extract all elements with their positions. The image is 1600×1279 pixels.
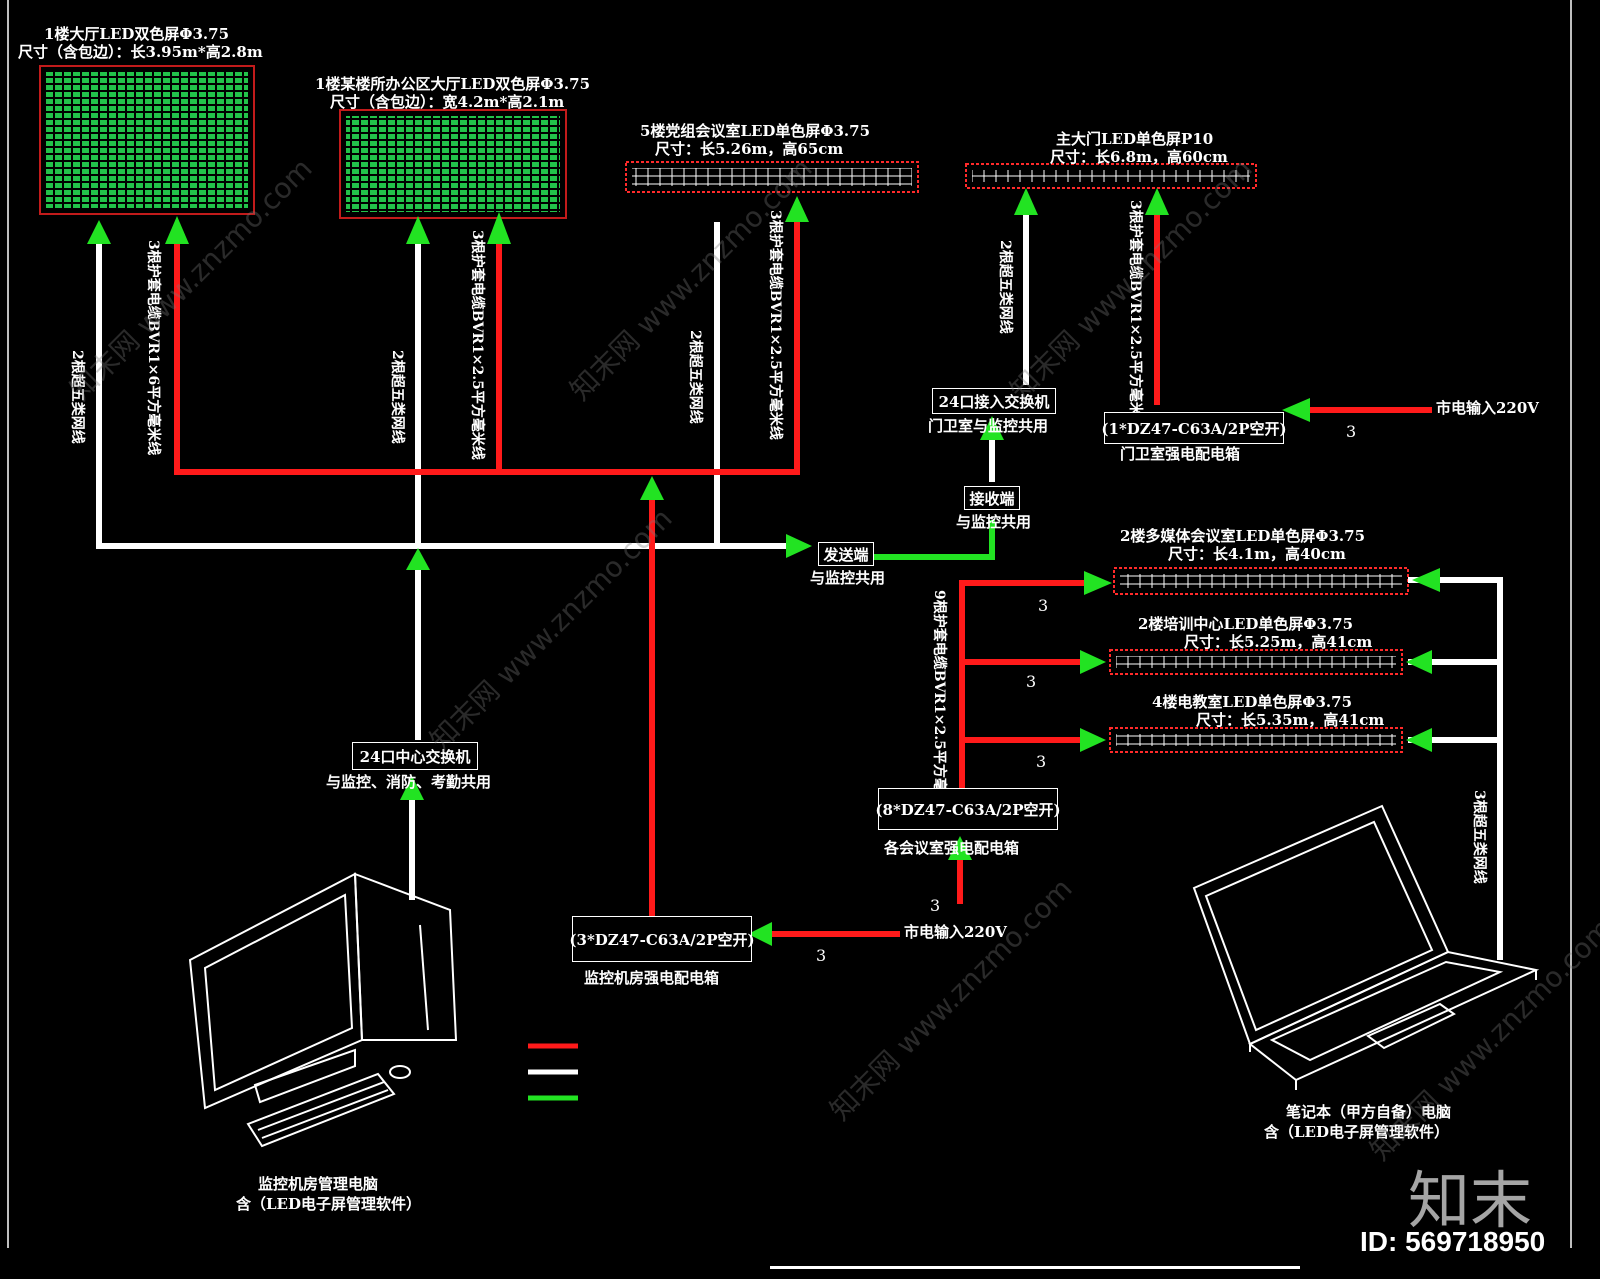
legend: [528, 1043, 578, 1101]
screen-7-size: 尺寸：长5.35m，高41cm: [1196, 711, 1385, 729]
screen-2-led-dual: [339, 109, 567, 219]
screen-1-title: 1楼大厅LED双色屏Φ3.75: [44, 25, 230, 43]
watermark-id: ID: 569718950: [1360, 1226, 1546, 1257]
screen-4-size: 尺寸：长6.8m，高60cm: [1050, 148, 1228, 166]
mains-input-monitor: 市电输入220V: [904, 923, 1007, 941]
mains-input-gate: 市电输入220V: [1436, 399, 1539, 417]
cable-4-power-label: 3根护套电缆BVR1×2.5平方毫米线: [1127, 200, 1143, 430]
receiver-note: 与监控共用: [956, 513, 1032, 531]
screen-7-led-strip: [1109, 727, 1403, 753]
cable-2-power-label: 3根护套电缆BVR1×2.5平方毫米线: [469, 230, 485, 460]
screen-3-title: 5楼党组会议室LED单色屏Φ3.75: [640, 122, 871, 140]
power-cable-network: [174, 215, 1432, 937]
screen-2-size: 尺寸（含包边）：宽4.2m*高2.1m: [330, 93, 565, 111]
screen-2-title: 1楼某楼所办公区大厅LED双色屏Φ3.75: [315, 75, 591, 93]
laptop-computer-label: 笔记本（甲方自备）电脑: [1286, 1103, 1452, 1121]
signal-cable: [872, 520, 995, 560]
frame-bottom-mark: [770, 1266, 1300, 1269]
meeting-power-box-note: 各会议室强电配电箱: [884, 839, 1020, 857]
screen-1-size: 尺寸（含包边）：长3.95m*高2.8m: [18, 43, 263, 61]
cable-5-power-label: 9根护套电缆BVR1×2.5平方毫米线: [931, 590, 947, 820]
gate-switch-box: 24口接入交换机: [932, 388, 1056, 414]
gate-switch-note: 门卫室与监控共用: [928, 417, 1049, 435]
receiver-box: 接收端: [964, 486, 1020, 510]
cable-4-data-label: 2根超五类网线: [997, 240, 1013, 334]
screen-4-led-strip: [965, 163, 1257, 189]
screen-7-title: 4楼电教室LED单色屏Φ3.75: [1152, 693, 1353, 711]
watermark-logo: 知末: [1408, 1164, 1533, 1237]
count-monitor-mains: 3: [816, 946, 827, 965]
monitor-power-box: (3*DZ47-C63A/2P空开): [569, 916, 755, 962]
monitor-power-box-note: 监控机房强电配电箱: [584, 969, 720, 987]
arrowheads: [87, 188, 1440, 946]
screen-5-led-strip: [1113, 567, 1409, 595]
sender-note: 与监控共用: [810, 569, 886, 587]
desktop-computer-icon: [188, 872, 458, 1148]
frame-left-border: [7, 0, 9, 1248]
desktop-computer-label: 监控机房管理电脑: [258, 1175, 379, 1193]
screen-5-size: 尺寸：长4.1m，高40cm: [1168, 545, 1346, 563]
center-switch-note: 与监控、消防、考勤共用: [326, 773, 492, 791]
screen-5-title: 2楼多媒体会议室LED单色屏Φ3.75: [1120, 527, 1366, 545]
count-screen-7: 3: [1036, 752, 1047, 771]
screen-4-title: 主大门LED单色屏P10: [1056, 130, 1214, 148]
cable-6-data-label: 3根超五类网线: [1471, 790, 1487, 884]
screen-6-led-strip: [1109, 649, 1403, 675]
sender-box: 发送端: [818, 542, 874, 566]
count-meeting-mains: 3: [930, 896, 941, 915]
screen-3-led-strip: [625, 161, 919, 193]
desktop-computer-note: 含（LED电子屏管理软件）: [236, 1195, 421, 1213]
cable-2-data-label: 2根超五类网线: [389, 350, 405, 444]
frame-right-border: [1570, 0, 1572, 1248]
count-screen-5: 3: [1038, 596, 1049, 615]
screen-6-size: 尺寸：长5.25m，高41cm: [1184, 633, 1373, 651]
laptop-computer-note: 含（LED电子屏管理软件）: [1264, 1123, 1449, 1141]
count-screen-6: 3: [1026, 672, 1037, 691]
cable-3-data-label: 2根超五类网线: [687, 330, 703, 424]
screen-1-led-dual: [39, 65, 255, 215]
count-gate-mains: 3: [1346, 422, 1357, 441]
cable-3-power-label: 3根护套电缆BVR1×2.5平方毫米线: [767, 210, 783, 440]
screen-6-title: 2楼培训中心LED单色屏Φ3.75: [1138, 615, 1354, 633]
laptop-computer-icon: [1192, 804, 1540, 1090]
meeting-power-box: (8*DZ47-C63A/2P空开): [875, 788, 1061, 830]
center-switch-box: 24口中心交换机: [352, 742, 478, 770]
screen-3-size: 尺寸：长5.26m，高65cm: [655, 140, 844, 158]
gate-power-box-note: 门卫室强电配电箱: [1120, 445, 1241, 463]
gate-power-box: (1*DZ47-C63A/2P空开): [1101, 412, 1287, 444]
